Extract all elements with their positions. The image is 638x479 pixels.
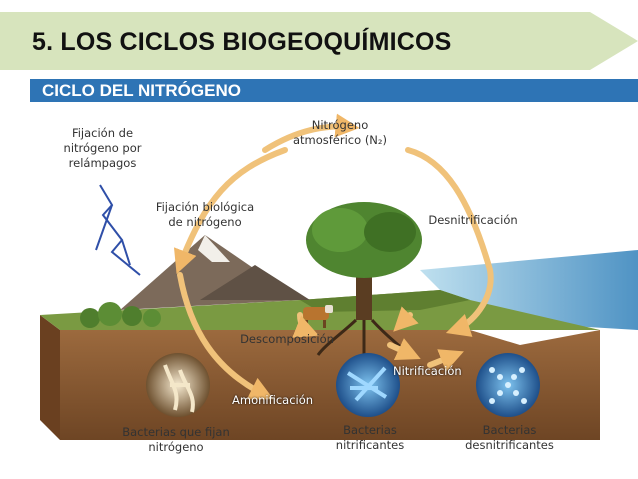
fixing-bacteria-image (146, 353, 210, 417)
label-nitrifying-bacteria-line2: nitrificantes (335, 438, 405, 452)
label-fixing-bacteria: Bacterias que fijan nitrógeno (106, 425, 246, 455)
label-biological-fixation-line1: Fijación biológica (155, 200, 255, 214)
label-ammonification: Amonificación (232, 393, 314, 407)
header-banner (0, 12, 638, 70)
label-denitrifying-bacteria-line2: desnitrificantes (465, 438, 554, 452)
label-biological-fixation: Fijación biológica de nitrógeno (145, 200, 265, 230)
section-subtitle: CICLO DEL NITRÓGENO (42, 81, 241, 100)
bushes (80, 302, 161, 328)
label-atmospheric-nitrogen-line1: Nitrógeno (311, 118, 369, 132)
mountains (120, 235, 310, 310)
label-fixing-bacteria-line1: Bacterias que fijan (122, 425, 230, 439)
nitrifying-bacteria-image (336, 353, 400, 417)
label-lightning-fixation-line1: Fijación de (71, 126, 134, 140)
label-denitrification: Desnitrificación (428, 213, 518, 227)
label-decomposition: Descomposición (240, 332, 334, 346)
denitrifying-bacteria-image (476, 353, 540, 417)
label-nitrifying-bacteria-line1: Bacterias (343, 423, 397, 437)
label-lightning-fixation-line3: relámpagos (68, 156, 137, 170)
soil-block (40, 315, 600, 440)
tree (306, 202, 422, 358)
cycle-arrows (173, 113, 494, 400)
subtitle-bar (30, 79, 638, 102)
label-atmospheric-nitrogen-line2: atmosférico (N₂) (292, 133, 388, 147)
label-biological-fixation-line2: de nitrógeno (168, 215, 242, 229)
label-lightning-fixation-line2: nitrógeno por (63, 141, 142, 155)
page-title: 5. LOS CICLOS BIOGEOQUÍMICOS (32, 28, 452, 56)
label-nitrification: Nitrificación (393, 364, 462, 378)
lightning-bolt (95, 184, 141, 276)
label-nitrifying-bacteria: Bacterias nitrificantes (320, 423, 420, 453)
label-atmospheric-nitrogen: Nitrógeno atmosférico (N₂) (285, 118, 395, 148)
label-fixing-bacteria-line2: nitrógeno (148, 440, 204, 454)
label-denitrifying-bacteria: Bacterias desnitrificantes (452, 423, 567, 453)
label-lightning-fixation: Fijación de nitrógeno por relámpagos (50, 126, 155, 171)
label-denitrifying-bacteria-line1: Bacterias (482, 423, 537, 437)
